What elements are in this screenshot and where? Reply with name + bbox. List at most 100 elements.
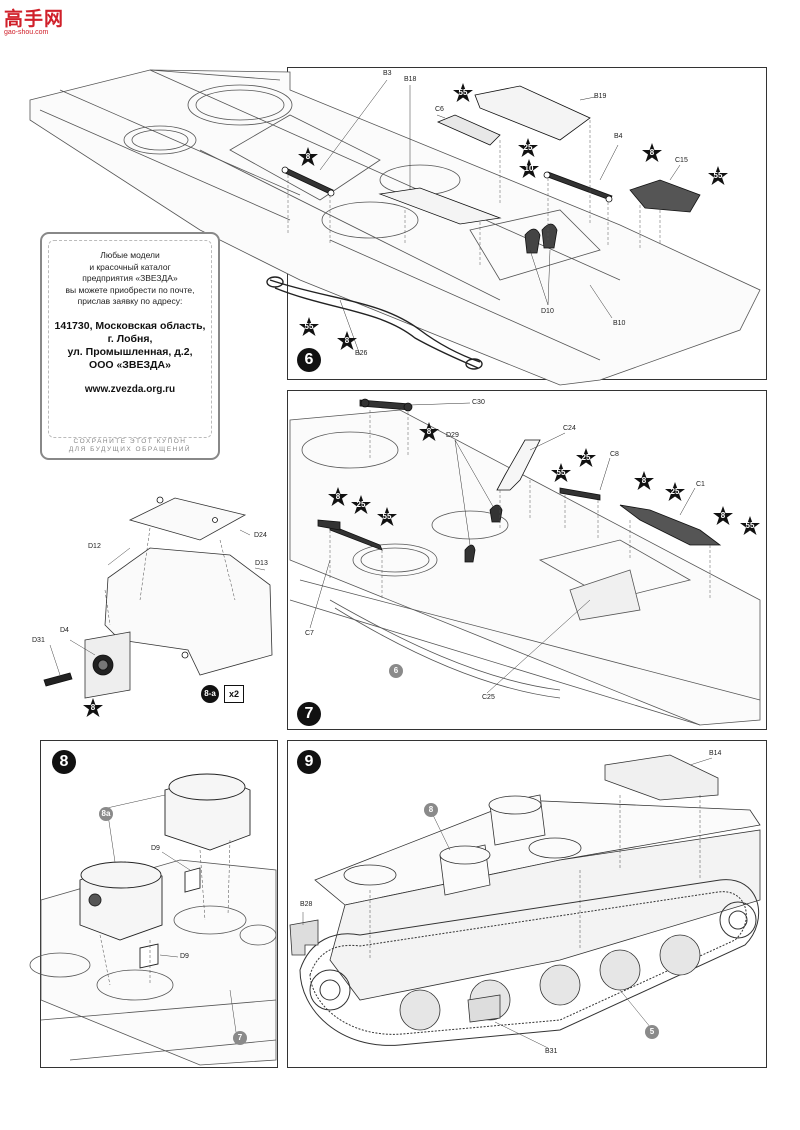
paint-code-label: 25: [670, 487, 680, 496]
paint-code-star: 55: [739, 515, 761, 537]
reference-circle-8: 8: [424, 803, 438, 817]
part-label-d31: D31: [32, 637, 45, 644]
part-label-b18: B18: [404, 76, 417, 83]
step-6-drawing: [29, 69, 761, 386]
paint-code-star: 25: [575, 447, 597, 469]
coupon-line: и красочный каталог: [89, 261, 171, 272]
coupon-address-line: ООО «ЗВЕЗДА»: [89, 358, 171, 371]
star-shape-icon: [298, 147, 318, 166]
coupon-line: Любые модели: [100, 250, 160, 260]
part-label-d9-lower: D9: [180, 953, 189, 960]
step-number-7: 7: [297, 702, 321, 726]
paint-code-label: 8: [641, 476, 647, 485]
star-shape-icon: [576, 448, 596, 467]
coupon-address: 141730, Московская область, г. Лобня, ул…: [42, 320, 218, 372]
paint-code-label: 55: [382, 512, 392, 521]
star-shape-icon: [518, 138, 538, 157]
paint-code-label: 8: [335, 492, 341, 501]
star-shape-icon: [351, 495, 371, 514]
star-shape-icon: [377, 507, 397, 526]
paint-code-label: 8: [720, 511, 726, 520]
paint-code-star: 25: [517, 137, 539, 159]
quantity-x2-box: x2: [224, 685, 244, 703]
part-label-d4: D4: [60, 627, 69, 634]
coupon-footer-line: ДЛЯ БУДУЩИХ ОБРАЩЕНИЙ: [68, 446, 192, 453]
star-shape-icon: [713, 506, 733, 525]
coupon-website: www.zvezda.org.ru: [84, 383, 176, 395]
reference-circle-8a: 8a: [99, 807, 113, 821]
coupon-intro: Любые модели и красочный каталог предпри…: [42, 250, 218, 308]
star-shape-icon: [740, 516, 760, 535]
step-number-9: 9: [297, 750, 321, 774]
paint-code-label: 55: [713, 171, 723, 180]
coupon-line: прислав заявку по адресу:: [77, 296, 183, 306]
paint-code-star: 8: [712, 505, 734, 527]
part-label-b4: B4: [614, 133, 623, 140]
paint-code-star: 55: [452, 82, 474, 104]
star-shape-icon: [519, 159, 539, 178]
part-label-d10: D10: [541, 308, 554, 315]
coupon-line: вы можете приобрести по почте,: [65, 284, 195, 295]
paint-code-label: 8: [426, 427, 432, 436]
part-label-b19: B19: [594, 93, 607, 100]
paint-code-label: 55: [304, 322, 314, 331]
part-label-d29: D29: [446, 432, 459, 439]
paint-code-label: 8: [305, 152, 311, 161]
part-label-c7: C7: [305, 630, 314, 637]
part-label-d13: D13: [255, 560, 268, 567]
part-label-d24: D24: [254, 532, 267, 539]
paint-code-star: 8: [633, 470, 655, 492]
part-label-b31: B31: [545, 1048, 558, 1055]
paint-code-star: 8: [82, 697, 104, 719]
star-shape-icon: [453, 83, 473, 102]
paint-code-label: 8: [90, 703, 96, 712]
part-label-c24: C24: [563, 425, 576, 432]
part-label-c8: C8: [610, 451, 619, 458]
star-shape-icon: [551, 463, 571, 482]
watermark-url: gao-shou.com: [4, 29, 49, 36]
paint-code-star: 55: [376, 506, 398, 528]
star-shape-icon: [665, 482, 685, 501]
part-label-b28: B28: [300, 901, 313, 908]
watermark-title: 高手网: [4, 9, 65, 30]
star-shape-icon: [299, 317, 319, 336]
paint-code-star: 8: [336, 330, 358, 352]
star-shape-icon: [419, 422, 439, 441]
mail-order-coupon: Любые модели и красочный каталог предпри…: [40, 232, 220, 460]
reference-circle-6: 6: [389, 664, 403, 678]
part-label-b3: B3: [383, 70, 392, 77]
reference-circle-7: 7: [233, 1031, 247, 1045]
reference-circle-5: 5: [645, 1025, 659, 1039]
paint-code-label: 55: [745, 521, 755, 530]
paint-code-label: 25: [523, 143, 533, 152]
step-8a-badge: 8-a: [201, 685, 219, 703]
coupon-line: предприятия «ЗВЕЗДА»: [82, 273, 178, 283]
coupon-border: [48, 240, 212, 438]
part-label-d12: D12: [88, 543, 101, 550]
part-label-c25: C25: [482, 694, 495, 701]
watermark-logo: 高手网 gao-shou.com: [4, 4, 64, 36]
paint-code-star: 8: [297, 146, 319, 168]
step-number-6: 6: [297, 348, 321, 372]
star-shape-icon: [337, 331, 357, 350]
paint-code-label: 8: [344, 336, 350, 345]
paint-code-star: 55: [550, 462, 572, 484]
part-label-c6: C6: [435, 106, 444, 113]
paint-code-label: 8: [649, 148, 655, 157]
paint-code-star: 55: [707, 165, 729, 187]
coupon-address-line: ул. Промышленная, д.2,: [67, 345, 193, 358]
paint-code-star: 25: [350, 494, 372, 516]
paint-code-star: 8: [327, 486, 349, 508]
paint-code-label: 55: [458, 88, 468, 97]
coupon-footer-line: СОХРАНИТЕ ЭТОТ КУПОН: [73, 438, 187, 445]
part-label-b10: B10: [613, 320, 626, 327]
part-label-c1: C1: [696, 481, 705, 488]
star-shape-icon: [634, 471, 654, 490]
star-shape-icon: [708, 166, 728, 185]
paint-code-label: 25: [581, 453, 591, 462]
paint-code-label: 10: [524, 164, 534, 173]
